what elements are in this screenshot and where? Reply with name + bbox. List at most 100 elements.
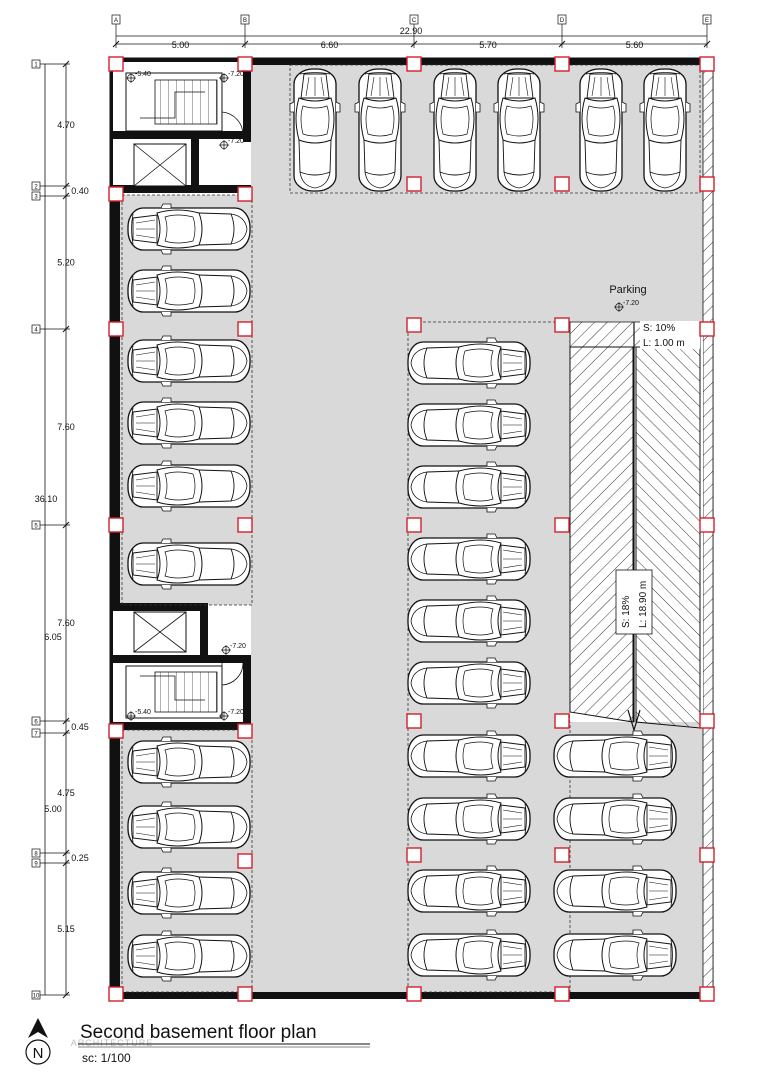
stair-core-top: [113, 62, 251, 195]
structural-column: [699, 986, 715, 1002]
svg-text:E: E: [705, 18, 709, 24]
north-arrow: N: [25, 1018, 51, 1065]
drawing-title: Second basement floor plan: [80, 1022, 317, 1043]
svg-text:-7.20: -7.20: [230, 643, 246, 650]
structural-column: [699, 517, 715, 533]
column-span-dimension: 5.70: [479, 40, 497, 50]
grid-row-tag: 9: [31, 858, 41, 868]
parked-car: [127, 397, 251, 449]
parked-car: [127, 335, 251, 387]
row-span-dimension: 5.20: [57, 258, 75, 268]
structural-column: [406, 176, 422, 192]
structural-column: [237, 723, 253, 739]
parked-car: [408, 731, 530, 781]
structural-column: [237, 56, 253, 72]
parking-label: Parking: [609, 284, 646, 296]
parked-car: [127, 867, 251, 919]
parked-car: [408, 596, 530, 646]
ramp-upper-slope: S: 10%: [643, 323, 675, 334]
grid-column-tag: C: [409, 14, 419, 25]
level-marker: -5.40: [126, 709, 151, 721]
parked-car: [554, 866, 676, 916]
parked-car: [408, 338, 530, 388]
svg-text:7: 7: [34, 732, 38, 738]
parked-car: [640, 69, 690, 191]
grid-column-tag: D: [557, 14, 567, 25]
svg-text:B: B: [243, 18, 247, 24]
structural-column: [108, 186, 124, 202]
ramp-main-slope: S: 18%: [621, 596, 632, 628]
parked-car: [355, 69, 405, 191]
svg-text:-7.20: -7.20: [228, 709, 244, 716]
svg-text:-7.20: -7.20: [228, 138, 244, 145]
structural-column: [108, 517, 124, 533]
structural-column: [406, 56, 422, 72]
grid-column-tag: A: [111, 14, 121, 25]
grid-column-tag: E: [702, 14, 712, 25]
row-span-dimension: 0.45: [71, 722, 89, 732]
structural-column: [554, 713, 570, 729]
parked-car: [127, 930, 251, 982]
level-marker: -7.20: [219, 71, 244, 83]
ramp-main-length: L: 18.90 m: [638, 581, 649, 628]
svg-text:3: 3: [34, 195, 38, 201]
grid-column-tag: B: [240, 14, 250, 25]
svg-text:C: C: [412, 18, 417, 24]
grid-row-tag: 4: [31, 324, 41, 334]
parked-car: [408, 866, 530, 916]
structural-column: [699, 321, 715, 337]
ramp-upper: S: 10% L: 1.00 m: [640, 321, 700, 349]
structural-column: [554, 317, 570, 333]
overall-depth-dimension: 36.10: [35, 494, 58, 504]
parked-car: [127, 538, 251, 590]
svg-text:10: 10: [33, 994, 40, 1000]
svg-text:8: 8: [34, 852, 38, 858]
svg-text:1: 1: [34, 63, 38, 69]
structural-column: [108, 986, 124, 1002]
ramp-main: S: 18% L: 18.90 m: [569, 321, 703, 733]
structural-column: [237, 517, 253, 533]
row-span-dimension: 4.75: [57, 788, 75, 798]
parked-car: [554, 731, 676, 781]
svg-text:4: 4: [34, 328, 38, 334]
parked-car: [408, 534, 530, 584]
row-span-dimension: 5.15: [57, 924, 75, 934]
structural-column: [699, 56, 715, 72]
svg-text:D: D: [560, 18, 565, 24]
row-span-dimension: 4.70: [57, 120, 75, 130]
grid-row-tag: 2: [31, 181, 41, 191]
column-span-dimension: 5.00: [172, 40, 190, 50]
structural-column: [554, 986, 570, 1002]
structural-column: [699, 847, 715, 863]
row-span-dimension: 7.60: [57, 618, 75, 628]
parked-car: [408, 658, 530, 708]
drawing-watermark: ARCHITECTURE: [71, 1038, 154, 1048]
parked-car: [576, 69, 626, 191]
drawing-scale: sc: 1/100: [82, 1051, 131, 1065]
parked-car: [127, 736, 251, 788]
structural-column: [237, 321, 253, 337]
parked-car: [430, 69, 480, 191]
svg-text:9: 9: [34, 862, 38, 868]
level-marker: -5.40: [126, 71, 151, 83]
structural-column: [406, 986, 422, 1002]
structural-column: [406, 317, 422, 333]
grid-row-tag: 5: [31, 520, 41, 530]
north-letter: N: [33, 1045, 44, 1062]
parked-car: [408, 462, 530, 512]
structural-column: [108, 56, 124, 72]
level-marker: -7.20: [219, 138, 244, 150]
structural-column: [554, 847, 570, 863]
title-block: N ARCHITECTURE Second basement floor pla…: [25, 1018, 370, 1065]
ramp-upper-length: L: 1.00 m: [643, 338, 685, 349]
svg-text:A: A: [114, 18, 118, 24]
structural-column: [554, 176, 570, 192]
row-subtotal-dimension: 6.05: [44, 632, 62, 642]
overall-width-dimension: 22.90: [400, 26, 423, 36]
parked-car: [290, 69, 340, 191]
parked-car: [554, 794, 676, 844]
row-span-dimension: 7.60: [57, 422, 75, 432]
